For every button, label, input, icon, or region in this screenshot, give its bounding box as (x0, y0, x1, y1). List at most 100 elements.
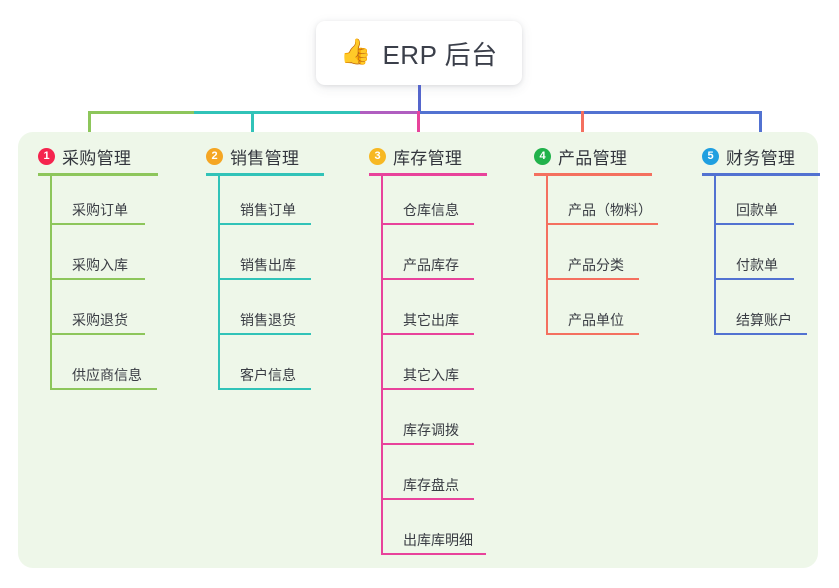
leaf-item-label: 库存盘点 (403, 477, 459, 493)
leaf-item-rule (546, 278, 639, 280)
column-trunk-line (381, 176, 383, 555)
column-number-badge: 5 (702, 148, 719, 165)
leaf-item[interactable]: 采购入库 (50, 242, 145, 280)
column-number-badge: 1 (38, 148, 55, 165)
leaf-item-rule (381, 443, 474, 445)
leaf-item[interactable]: 产品单位 (546, 297, 639, 335)
leaf-item-label: 产品分类 (568, 257, 624, 273)
column-header-4[interactable]: 4 产品管理 (534, 144, 627, 169)
column-header-rule (38, 173, 158, 176)
leaf-item-label: 采购订单 (72, 202, 128, 218)
column-header-5[interactable]: 5 财务管理 (702, 144, 795, 169)
leaf-item[interactable]: 产品库存 (381, 242, 474, 280)
bus-segment-1 (88, 111, 194, 114)
leaf-item[interactable]: 付款单 (714, 242, 794, 280)
bus-segment-2 (194, 111, 360, 114)
leaf-item[interactable]: 其它入库 (381, 352, 474, 390)
leaf-item-label: 其它入库 (403, 367, 459, 383)
leaf-item-rule (381, 278, 474, 280)
bus-segment-3 (360, 111, 420, 114)
leaf-item-rule (50, 278, 145, 280)
leaf-item[interactable]: 仓库信息 (381, 187, 474, 225)
leaf-item-label: 销售订单 (240, 202, 296, 218)
column-header-rule (206, 173, 324, 176)
column-number-badge: 3 (369, 148, 386, 165)
leaf-item-rule (381, 498, 474, 500)
leaf-item[interactable]: 销售退货 (218, 297, 311, 335)
leaf-item-label: 回款单 (736, 202, 778, 218)
column-title: 库存管理 (393, 149, 463, 168)
leaf-item-rule (218, 333, 311, 335)
leaf-item[interactable]: 出库库明细 (381, 517, 486, 555)
leaf-item[interactable]: 采购订单 (50, 187, 145, 225)
leaf-item[interactable]: 产品分类 (546, 242, 639, 280)
leaf-item-rule (218, 388, 311, 390)
column-header-rule (534, 173, 652, 176)
column-number-badge: 2 (206, 148, 223, 165)
leaf-item[interactable]: 库存盘点 (381, 462, 474, 500)
leaf-item-rule (381, 388, 474, 390)
column-header-rule (369, 173, 487, 176)
column-header-2[interactable]: 2 销售管理 (206, 144, 299, 169)
leaf-item[interactable]: 其它出库 (381, 297, 474, 335)
diagram-panel: 1 采购管理采购订单采购入库采购退货供应商信息 2 销售管理销售订单销售出库销售退货客… (18, 132, 820, 568)
leaf-item-rule (381, 333, 474, 335)
leaf-item-label: 客户信息 (240, 367, 296, 383)
leaf-item-label: 库存调拨 (403, 422, 459, 438)
leaf-item-label: 产品单位 (568, 312, 624, 328)
leaf-item-rule (546, 333, 639, 335)
column-trunk-line (218, 176, 220, 390)
column-title: 采购管理 (62, 149, 132, 168)
bus-segment-4 (418, 111, 762, 114)
leaf-item-rule (218, 278, 311, 280)
root-stem-connector (418, 85, 421, 112)
leaf-item-rule (714, 278, 794, 280)
leaf-item-label: 采购退货 (72, 312, 128, 328)
leaf-item[interactable]: 客户信息 (218, 352, 311, 390)
drop-stub-2 (251, 111, 254, 143)
leaf-item[interactable]: 采购退货 (50, 297, 145, 335)
leaf-item-label: 采购入库 (72, 257, 128, 273)
leaf-item[interactable]: 供应商信息 (50, 352, 157, 390)
leaf-item-rule (714, 223, 794, 225)
column-header-rule (702, 173, 820, 176)
leaf-item-rule (218, 223, 311, 225)
leaf-item-label: 销售退货 (240, 312, 296, 328)
leaf-item-rule (381, 223, 474, 225)
root-node-card[interactable]: 👍 ERP 后台 (316, 21, 522, 85)
leaf-item-label: 产品库存 (403, 257, 459, 273)
leaf-item-label: 供应商信息 (72, 367, 142, 383)
column-title: 销售管理 (230, 149, 300, 168)
leaf-item[interactable]: 产品（物料） (546, 187, 658, 225)
column-header-3[interactable]: 3 库存管理 (369, 144, 462, 169)
leaf-item-label: 出库库明细 (403, 532, 473, 548)
drop-stub-5 (759, 111, 762, 143)
leaf-item[interactable]: 回款单 (714, 187, 794, 225)
column-title: 财务管理 (726, 149, 796, 168)
leaf-item-label: 其它出库 (403, 312, 459, 328)
leaf-item-rule (50, 333, 145, 335)
leaf-item-label: 产品（物料） (568, 202, 652, 218)
leaf-item-label: 销售出库 (240, 257, 296, 273)
leaf-item-label: 结算账户 (736, 312, 792, 328)
leaf-item-rule (50, 223, 145, 225)
column-trunk-line (546, 176, 548, 335)
leaf-item-rule (50, 388, 157, 390)
leaf-item-rule (714, 333, 807, 335)
leaf-item[interactable]: 结算账户 (714, 297, 807, 335)
column-number-badge: 4 (534, 148, 551, 165)
drop-stub-4 (581, 111, 584, 143)
leaf-item-label: 付款单 (736, 257, 778, 273)
drop-stub-3 (417, 111, 420, 143)
drop-stub-1 (88, 111, 91, 143)
leaf-item-rule (546, 223, 658, 225)
root-node-title: ERP 后台 (382, 39, 498, 70)
column-title: 产品管理 (558, 149, 628, 168)
thumbs-up-icon: 👍 (340, 37, 372, 66)
leaf-item[interactable]: 库存调拨 (381, 407, 474, 445)
leaf-item[interactable]: 销售订单 (218, 187, 311, 225)
column-trunk-line (714, 176, 716, 335)
leaf-item-rule (381, 553, 486, 555)
column-header-1[interactable]: 1 采购管理 (38, 144, 131, 169)
leaf-item[interactable]: 销售出库 (218, 242, 311, 280)
